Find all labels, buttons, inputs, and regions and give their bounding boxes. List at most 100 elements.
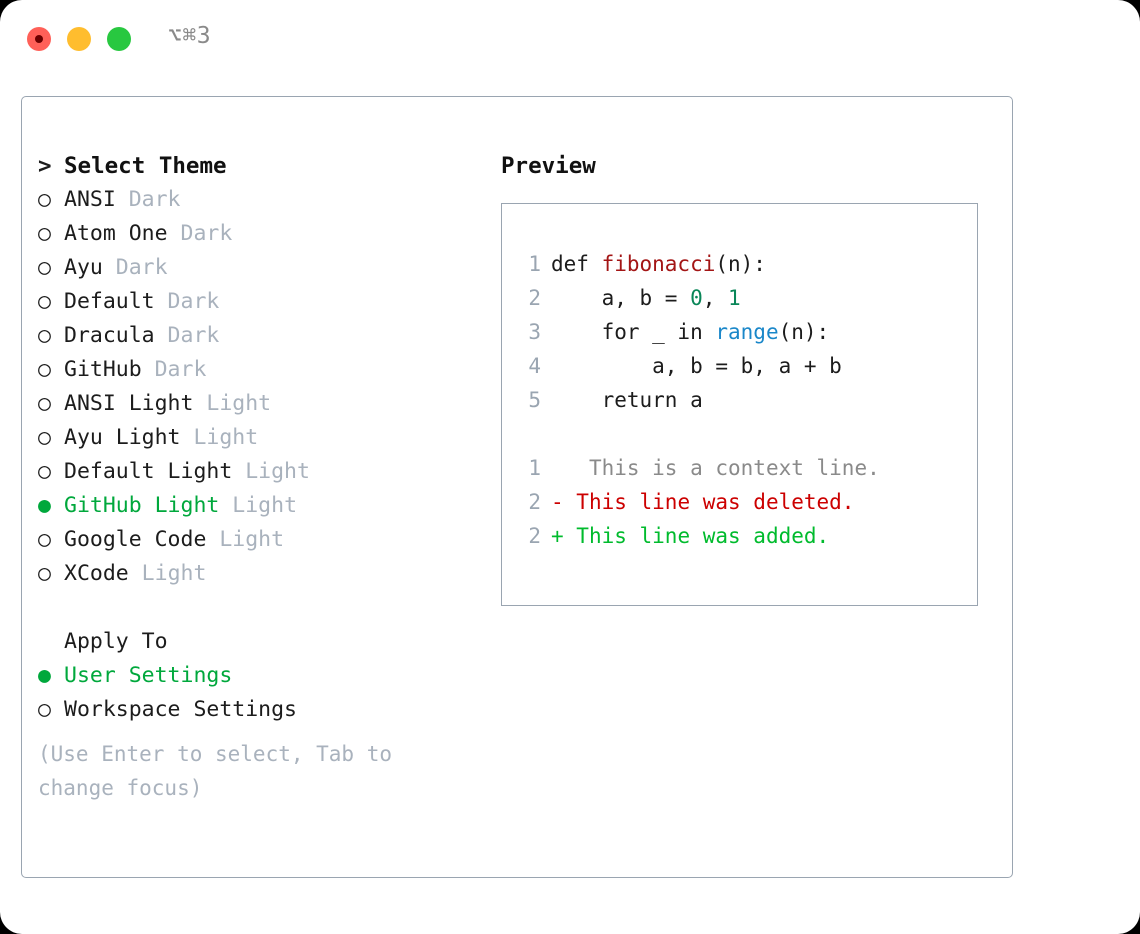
- code-token: a, b =: [551, 286, 691, 310]
- line-number: 1: [528, 456, 541, 480]
- radio-unselected-icon: ○: [38, 527, 51, 552]
- radio-unselected-icon: ○: [38, 187, 51, 212]
- code-line: 4 a, b = b, a + b: [521, 349, 880, 383]
- diff-text: This is a context line.: [563, 456, 880, 480]
- code-token: return a: [551, 388, 703, 412]
- cursor-caret-icon: >: [38, 153, 52, 179]
- content-frame: >Select Theme ○ANSI Dark○Atom One Dark○A…: [21, 96, 1013, 878]
- theme-option-label: XCode: [64, 561, 129, 586]
- theme-option-variant-tag: Light: [180, 425, 259, 450]
- line-number: 3: [528, 320, 541, 344]
- theme-picker-header: > Select Theme: [38, 149, 478, 183]
- theme-picker-header-label: Select Theme: [64, 153, 227, 179]
- code-token: 0: [690, 286, 703, 310]
- diff-text: This line was added.: [563, 524, 830, 548]
- theme-option-google-code[interactable]: ○ Google Code Light: [38, 523, 478, 557]
- code-token: (n):: [715, 252, 766, 276]
- radio-unselected-icon: ○: [38, 697, 51, 722]
- theme-picker-panel: >Select Theme ○ANSI Dark○Atom One Dark○A…: [38, 149, 478, 805]
- theme-option-variant-tag: Dark: [141, 357, 207, 382]
- recording-indicator-icon: [35, 35, 43, 43]
- diff-sign: [551, 456, 564, 480]
- theme-option-label: Default Light: [64, 459, 233, 484]
- theme-option-variant-tag: Dark: [154, 323, 220, 348]
- theme-option-label: Default: [64, 289, 155, 314]
- code-token: for _ in: [551, 320, 716, 344]
- code-token: def: [551, 252, 602, 276]
- theme-option-label: GitHub Light: [64, 493, 220, 518]
- theme-option-label: Ayu: [64, 255, 103, 280]
- theme-option-variant-tag: Dark: [167, 221, 233, 246]
- line-number: 2: [528, 490, 541, 514]
- help-hint-text: (Use Enter to select, Tab to change focu…: [38, 742, 393, 800]
- diff-line: 1 This is a context line.: [521, 451, 880, 485]
- zoom-button[interactable]: [107, 27, 131, 51]
- diff-sign: -: [551, 490, 564, 514]
- theme-option-default-light[interactable]: ○Default Light Light: [38, 455, 478, 489]
- code-blank-line: [521, 417, 880, 451]
- line-number: 4: [528, 354, 541, 378]
- theme-option-ayu[interactable]: ○ Ayu Dark: [38, 251, 478, 285]
- theme-option-label: Atom One: [64, 221, 168, 246]
- theme-option-atom-one[interactable]: ○ Atom One Dark: [38, 217, 478, 251]
- code-token: range: [715, 320, 779, 344]
- theme-list: ○ANSI Dark○Atom One Dark○Ayu Dark○Defaul…: [38, 183, 478, 591]
- theme-option-github[interactable]: ○GitHub Dark: [38, 353, 478, 387]
- diff-sign: +: [551, 524, 564, 548]
- diff-line: 2- This line was deleted.: [521, 485, 880, 519]
- list-spacer: [38, 591, 478, 625]
- title-bar: ⌥⌘3: [0, 0, 1140, 78]
- keyboard-shortcut-label: ⌥⌘3: [168, 23, 212, 49]
- apply-to-header-label: Apply To: [64, 629, 168, 654]
- radio-unselected-icon: ○: [38, 357, 51, 382]
- minimize-button[interactable]: [67, 27, 91, 51]
- apply-to-option-label: User Settings: [64, 663, 233, 688]
- code-line: 2 a, b = 0, 1: [521, 281, 880, 315]
- code-token: a, b = b, a + b: [551, 354, 842, 378]
- theme-option-github-light[interactable]: ● GitHub Light Light: [38, 489, 478, 523]
- theme-option-ayu-light[interactable]: ○Ayu Light Light: [38, 421, 478, 455]
- line-number: 1: [528, 252, 541, 276]
- theme-option-ansi-light[interactable]: ○ANSI Light Light: [38, 387, 478, 421]
- diff-text: This line was deleted.: [563, 490, 855, 514]
- theme-option-ansi[interactable]: ○ ANSI Dark: [38, 183, 478, 217]
- code-token: (n):: [778, 320, 830, 344]
- apply-to-list: ● User Settings ○ Workspace Settings: [38, 659, 478, 727]
- code-line: 1 def fibonacci(n):: [521, 247, 880, 281]
- theme-option-label: Dracula: [64, 323, 155, 348]
- apply-to-header: ○Apply To: [38, 625, 478, 659]
- radio-unselected-icon: ○: [38, 289, 51, 314]
- radio-unselected-icon: ○: [38, 221, 51, 246]
- theme-option-variant-tag: Dark: [154, 289, 220, 314]
- line-number: 5: [528, 388, 541, 412]
- theme-option-label: Google Code: [64, 527, 207, 552]
- diff-line: 2 + This line was added.: [521, 519, 880, 553]
- code-token: fibonacci: [601, 252, 716, 276]
- theme-option-label: ANSI: [64, 187, 116, 212]
- theme-option-variant-tag: Dark: [102, 255, 168, 280]
- apply-to-option-user-settings[interactable]: ● User Settings: [38, 659, 478, 693]
- apply-to-option-label: Workspace Settings: [64, 697, 297, 722]
- theme-option-variant-tag: Light: [206, 527, 285, 552]
- theme-option-variant-tag: Dark: [115, 187, 181, 212]
- radio-selected-icon: ●: [38, 493, 51, 518]
- apply-to-option-workspace-settings[interactable]: ○ Workspace Settings: [38, 693, 478, 727]
- theme-option-label: ANSI Light: [64, 391, 194, 416]
- radio-unselected-icon: ○: [38, 561, 51, 586]
- theme-option-variant-tag: Light: [193, 391, 272, 416]
- preview-title: Preview: [501, 153, 596, 179]
- radio-selected-icon: ●: [38, 663, 51, 688]
- radio-unselected-icon: ○: [38, 425, 51, 450]
- code-line: 3 for _ in range(n):: [521, 315, 880, 349]
- radio-unselected-icon: ○: [38, 323, 51, 348]
- line-number: 2: [528, 524, 541, 548]
- theme-option-default[interactable]: ○ Default Dark: [38, 285, 478, 319]
- code-token: ,: [702, 286, 729, 310]
- theme-option-xcode[interactable]: ○XCode Light: [38, 557, 478, 591]
- radio-unselected-icon: ○: [38, 255, 51, 280]
- theme-option-variant-tag: Light: [219, 493, 298, 518]
- theme-option-dracula[interactable]: ○ Dracula Dark: [38, 319, 478, 353]
